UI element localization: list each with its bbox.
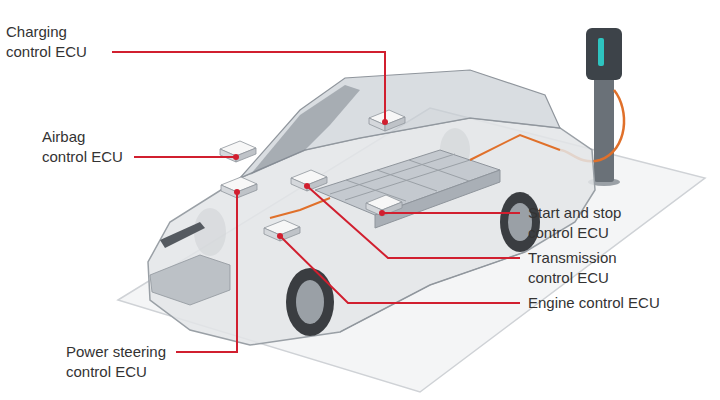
part-label: Airbag control ECU — [42, 127, 130, 167]
part-label: Start and stop control ECU — [528, 203, 658, 243]
label-anchor: Start and stop control ECU — [528, 203, 658, 243]
part-label: Engine control ECU — [528, 293, 713, 313]
part-label: Charging control ECU — [6, 22, 106, 62]
label-anchor: Airbag control ECU — [42, 127, 130, 167]
parking-pad — [118, 108, 705, 392]
car-body — [148, 70, 595, 345]
leader-lines — [112, 52, 520, 352]
wheels — [286, 192, 540, 336]
label-anchor: Charging control ECU — [6, 22, 106, 62]
part-label: Power steering control ECU — [66, 342, 196, 382]
label-anchor: Engine control ECU — [528, 293, 713, 313]
battery-pack — [315, 150, 500, 228]
ecu-units — [220, 110, 405, 241]
label-anchor: Transmission control ECU — [528, 248, 658, 288]
part-label: Transmission control ECU — [528, 248, 658, 288]
label-anchor: Power steering control ECU — [66, 342, 196, 382]
leader-dots — [233, 119, 388, 239]
